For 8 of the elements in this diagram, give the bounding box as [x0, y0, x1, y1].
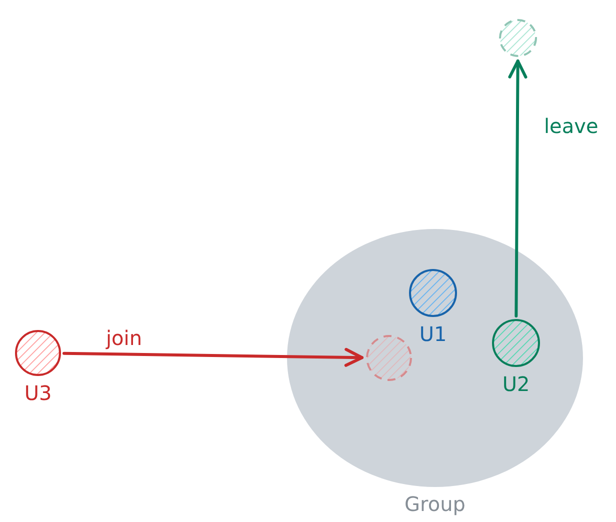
- placeholder-circle: [498, 18, 538, 58]
- placeholder-circle: [365, 334, 413, 382]
- node-label: U1: [419, 322, 447, 346]
- arrow: [508, 60, 528, 318]
- node-label: Group: [404, 492, 466, 516]
- node-label: U3: [24, 381, 52, 405]
- node-label: U2: [502, 372, 530, 396]
- arrow: [62, 348, 364, 367]
